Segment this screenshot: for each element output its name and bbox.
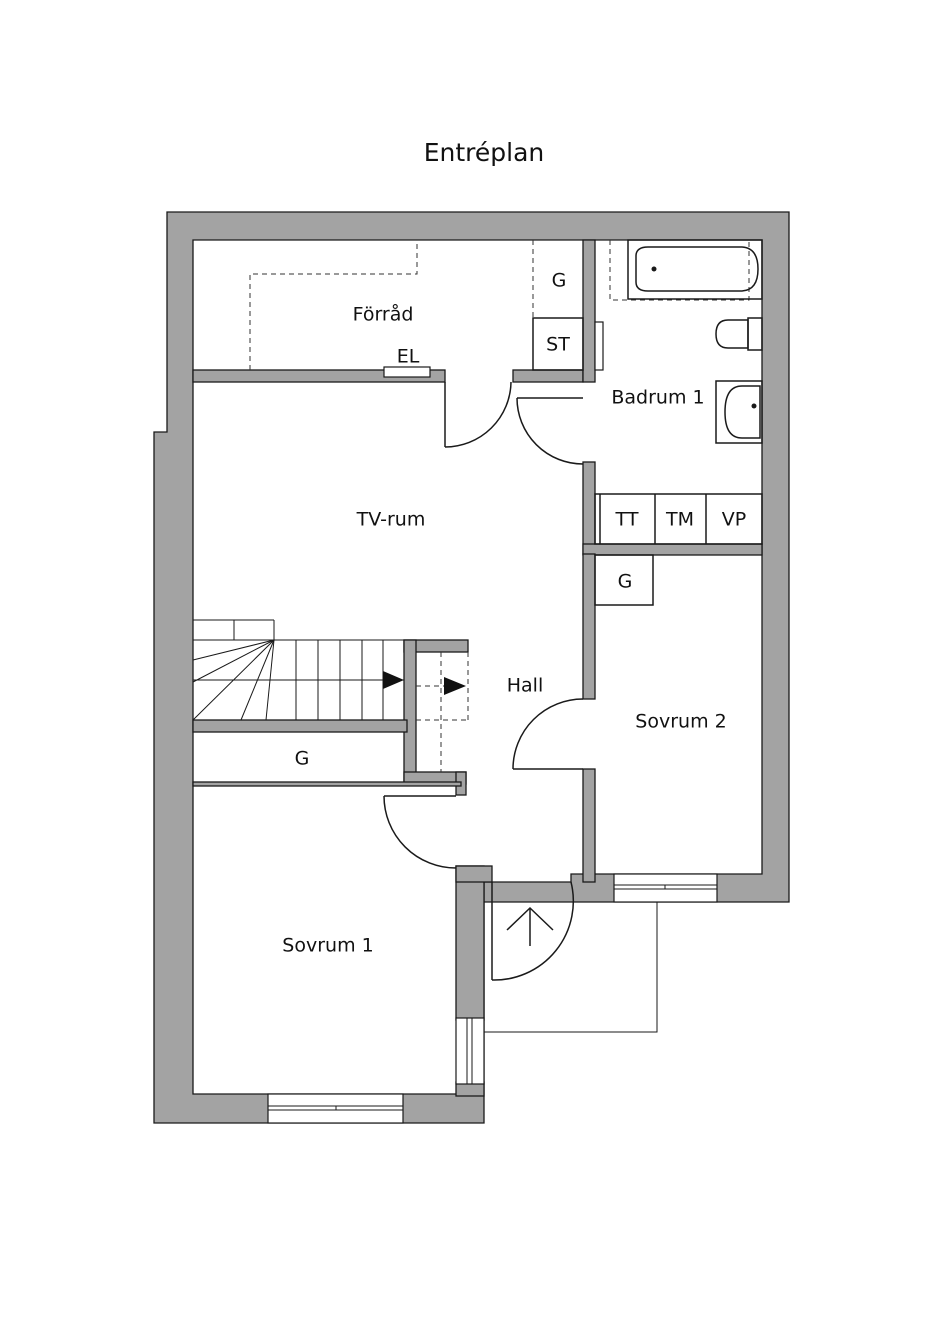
- wall-badrum-tv: [582, 461, 596, 555]
- doors: [383, 381, 584, 981]
- label-hall: Hall: [507, 675, 544, 697]
- radiator-forrad: [594, 321, 604, 371]
- walls: [153, 211, 790, 1124]
- label-forrad: Förråd: [353, 303, 414, 326]
- windows: [267, 873, 718, 1124]
- label-tv-rum: TV-rum: [356, 509, 426, 531]
- window-sovrum2: [613, 873, 718, 903]
- wall-closets-bottom: [582, 543, 763, 556]
- wall-sovrum1-hall: [455, 865, 485, 1021]
- window-sovrum1-side: [455, 1017, 485, 1085]
- badrum-details: [594, 239, 763, 545]
- label-g-top: G: [552, 270, 567, 292]
- toilet-icon: [715, 317, 763, 351]
- forrad-details: [249, 240, 604, 378]
- label-vp: VP: [722, 509, 746, 531]
- label-tt: TT: [615, 509, 639, 531]
- wall-forrad-badrum: [582, 239, 596, 383]
- label-g-left: G: [295, 748, 310, 770]
- wall-forrad-bottom-left: [192, 369, 446, 383]
- bathtub-icon: [609, 239, 763, 301]
- closet-left: [192, 731, 405, 783]
- sink-icon: [715, 380, 763, 444]
- wall-stair-left: [403, 639, 417, 783]
- wall-hall-sovrum2-top: [582, 553, 596, 700]
- closet-sovrum2: [594, 554, 654, 606]
- label-sovrum1: Sovrum 1: [282, 935, 373, 957]
- label-sovrum2: Sovrum 2: [635, 711, 726, 733]
- door-sovrum2: [512, 698, 584, 770]
- wall-hall-sovrum2-bottom: [582, 768, 596, 883]
- wall-forrad-bottom-right: [512, 369, 584, 383]
- entrance-platform: [484, 902, 658, 1033]
- stairs: [192, 619, 469, 772]
- closet-row: [594, 493, 763, 545]
- wall-sovrum1-top: [192, 781, 462, 787]
- window-sovrum1: [267, 1093, 404, 1124]
- label-el: EL: [397, 346, 420, 368]
- electrical-panel: [383, 366, 431, 378]
- label-badrum: Badrum 1: [611, 387, 704, 409]
- wall-stair-closet: [192, 719, 408, 733]
- stair-lower-arrow-icon: [444, 677, 466, 695]
- label-g-right: G: [618, 571, 633, 593]
- cabinet-st: [532, 317, 584, 371]
- label-tm: TM: [665, 509, 694, 531]
- sovrum2-details: [594, 554, 654, 606]
- door-sovrum1: [383, 795, 457, 869]
- wall-entrance-left: [455, 865, 493, 883]
- door-badrum: [516, 397, 584, 465]
- label-st: ST: [546, 334, 570, 356]
- plan-title: Entréplan: [424, 138, 545, 167]
- stair-lower: [416, 652, 469, 772]
- door-forrad: [444, 381, 512, 448]
- door-entrance: [491, 881, 575, 981]
- room-labels: Förråd EL G ST Badrum 1 TV-rum TT TM VP …: [282, 270, 746, 957]
- stair-arrow-icon: [383, 671, 404, 689]
